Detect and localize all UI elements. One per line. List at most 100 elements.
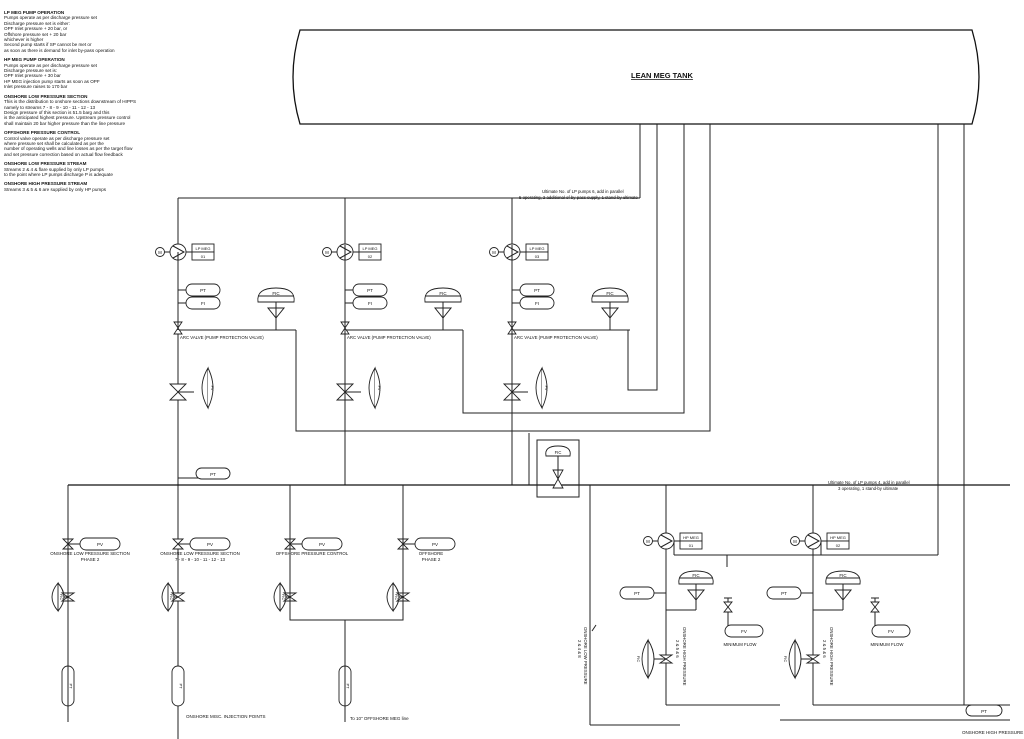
fi-bubble [519,296,555,310]
hp-outlet-pt-label: PT [981,709,987,714]
fv-bubble [871,624,911,638]
note-line: Second pump starts if SP cannot be met o… [4,42,92,48]
fi-bubble [185,296,221,310]
pt-bubble [519,283,555,297]
hp-outlet-pt-box [965,704,1003,717]
pump-tag: LP MEG [362,246,377,251]
note-line: Inlet pressure raises to 170 bar [4,84,68,90]
fic-valve-label: FIC [783,656,788,663]
section-title: OFFSHORE [419,551,443,556]
note-line: Discharge pressure set is either: [4,20,70,26]
center-fic-label: FIC [555,450,562,455]
fic-valve-label: FIC [636,656,641,663]
lp-stream-label-text: ONSHORE LOW PRESSURE [583,627,588,685]
fic-valve [161,581,169,613]
pump-num: 03 [535,254,540,259]
pv-bubble [189,537,231,551]
fic-label: FIC [281,594,286,601]
note-line: Streams 3 & 5 & 6 are supplied by only H… [4,186,107,192]
note-title: ONSHORE HIGH PRESSURE STREAM [4,181,88,187]
pump-num: 02 [368,254,373,259]
note-title: HP MEG PUMP OPERATION [4,57,65,63]
motor-label: M [492,250,496,255]
pt-bubble [185,283,221,297]
section-sub: PHASE 2 [422,557,441,562]
pt-label: PT [200,288,206,293]
pv-label: PV [207,542,213,547]
fic-label: FIC [439,291,447,296]
pv-label: PV [97,542,103,547]
lp-discharge-header: PT [68,467,1010,486]
lean-meg-tank: LEAN MEG TANK [292,29,980,125]
section-title: ONSHORE LOW PRESSURE SECTION [50,551,130,556]
header-pt-box [195,467,231,480]
pump-tag: HP MEG [683,535,699,540]
note-line: HP MEG injection pump starts as soon as … [4,78,100,84]
pump-tag: HP MEG [830,535,846,540]
fv-actuator [207,367,214,409]
note-line: Pumps operate as per discharge pressure … [4,15,97,21]
minimum-flow-label: MINIMUM FLOW [871,642,905,647]
note-line: Control valve operate as per discharge p… [4,135,110,141]
note-line: Discharge pressure set is: [4,68,58,74]
section-title: OFFSHORE PRESSURE CONTROL [276,551,349,556]
hp-outlet: PT ONSHORE HIGH PRESSURE [780,704,1023,735]
pv-label: PV [319,542,325,547]
fic-label: FIC [394,594,399,601]
motor-label: M [646,539,650,544]
pump-tag: LP MEG [195,246,210,251]
pv-bubble [414,537,456,551]
fi-label: FI [201,301,205,306]
pump-num: 02 [836,543,841,548]
fic-label: FIC [606,291,614,296]
fic-label: FIC [59,594,64,601]
lp-stream-label: ONSHORE LOW PRESSURE 2 & 4 & 8 [577,624,597,685]
section-title: ONSHORE LOW PRESSURE SECTION [160,551,240,556]
lp-header-note-2: 5 operating, 2 additional of by-pass sup… [519,195,638,200]
fic-label: FIC [169,594,174,601]
fic-label: FIC [692,573,700,578]
fv-label: FV [741,629,747,634]
pt-label: PT [781,591,787,596]
fv-actuator [374,367,381,409]
arc-valve-label: ARC VALVE (PUMP PROTECTION VALVE) [514,335,598,340]
fic-valve [51,581,59,613]
pump-num: 01 [689,543,694,548]
pt-bubble [352,283,388,297]
fic-valve [641,638,649,680]
injection-points-label: ONSHORE MISC. INJECTION POINTS [186,714,266,719]
fv-label: FV [210,385,215,390]
note-line: Offshore pressure set + 20 bar [4,31,67,37]
offshore-line-label: To 10" OFFSHORE MEG line [350,716,409,721]
fic-instrument [424,287,462,303]
fic-label: FIC [272,291,280,296]
fic-valve [788,638,796,680]
note-line: where pressure set shall be calculated a… [4,140,104,146]
hp-outlet-label: ONSHORE HIGH PRESSURE [962,730,1023,735]
fic-instrument [591,287,629,303]
fi-label: FI [368,301,372,306]
note-line: whichever is higher [4,37,44,43]
fic-label: FIC [839,573,847,578]
hp-header-note-2: 3 operating, 1 stand-by ultimate [838,486,899,491]
fi-bubble [352,296,388,310]
pt-label: PT [534,288,540,293]
lp-distribution-sections: PV ONSHORE LOW PRESSURE SECTION PHASE 2 FIC… [50,537,456,707]
note-line: and set pressure correction based on act… [4,151,123,157]
pv-bubble [79,537,121,551]
note-line: Pumps operate as per discharge pressure … [4,62,97,68]
note-title: ONSHORE LOW PRESSURE STREAM [4,161,87,167]
section-sub: 7 - 8 - 9 - 10 - 11 - 12 - 13 [175,557,226,562]
pv-label: PV [432,542,438,547]
note-line: Streams 2 & 4 & flare supplied by only L… [4,166,104,172]
tank-label: LEAN MEG TANK [631,71,694,80]
motor-label: M [158,250,162,255]
hp-header-note-1: Ultimate No. of LP pumps 4, add in paral… [828,480,910,485]
